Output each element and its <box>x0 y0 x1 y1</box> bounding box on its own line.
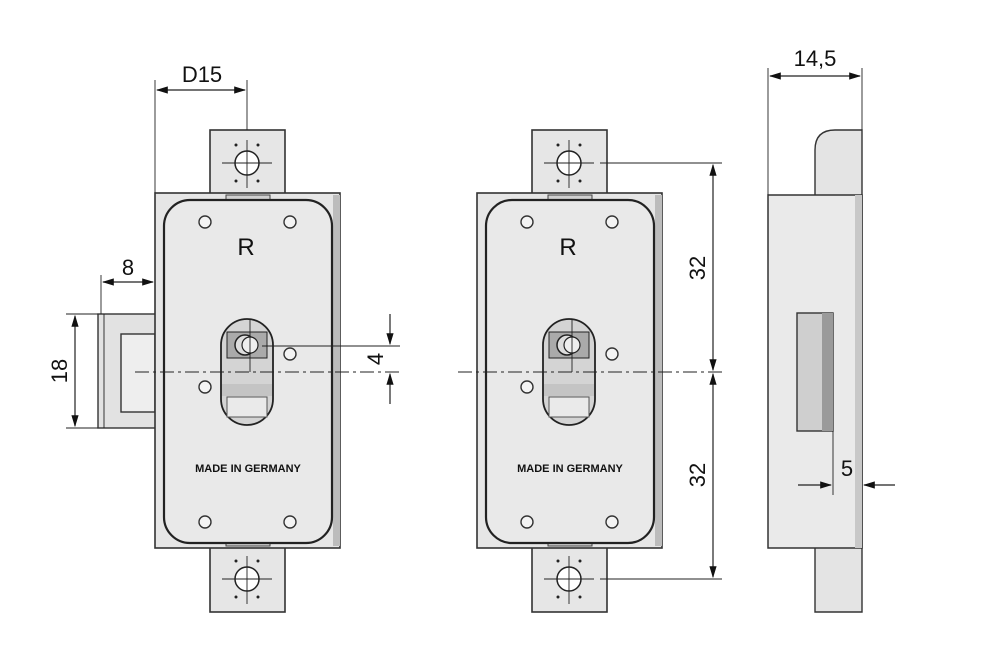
hand-label: R <box>559 234 576 261</box>
dimension-bolt-height: 18 <box>47 313 98 429</box>
dimension-label: 14,5 <box>794 46 837 71</box>
imprint-text: MADE IN GERMANY <box>195 463 301 475</box>
side-view <box>767 129 863 613</box>
dimension-hole-distance: 32 32 <box>600 162 722 580</box>
dimension-depth: 14,5 <box>767 46 863 195</box>
dimension-label: 4 <box>363 353 388 365</box>
dimension-label: 32 <box>685 256 710 280</box>
dimension-bolt-projection: 8 <box>100 255 155 314</box>
hand-label: R <box>237 234 254 261</box>
dimension-label: D15 <box>182 62 222 87</box>
imprint-text: MADE IN GERMANY <box>517 463 623 475</box>
dimension-label: 5 <box>841 456 853 481</box>
dimension-label: 32 <box>685 463 710 487</box>
front-view-right: R MADE IN GERMANY <box>458 128 722 614</box>
dimension-side-thickness: 5 <box>798 431 895 495</box>
dimension-backset: D15 <box>154 62 248 193</box>
dimension-offset: 4 <box>262 314 400 404</box>
dimension-label: 18 <box>47 359 72 383</box>
dimension-label: 8 <box>122 255 134 280</box>
front-view-left: R MADE IN GERMANY <box>97 128 400 614</box>
